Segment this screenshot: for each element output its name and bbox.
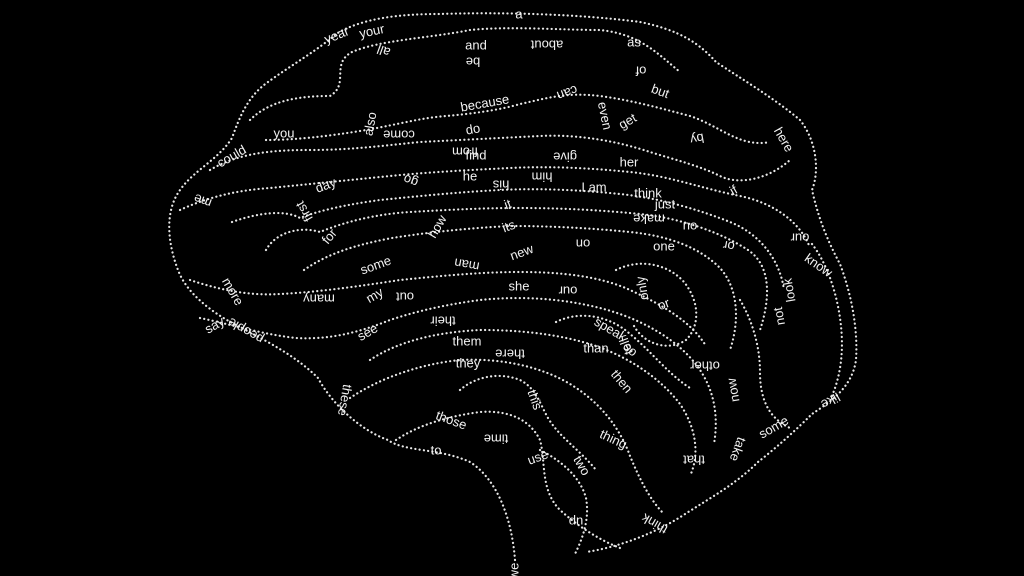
brain-word: by bbox=[689, 130, 706, 147]
brain-word: now bbox=[723, 377, 742, 404]
brain-word: a bbox=[515, 6, 523, 21]
brain-word: she bbox=[509, 278, 530, 293]
brain-word: not bbox=[770, 306, 788, 327]
brain-word: or bbox=[721, 238, 736, 255]
brain-word: how bbox=[425, 212, 450, 241]
brain-word: no bbox=[683, 217, 697, 232]
brain-word: just bbox=[654, 196, 676, 211]
brain-word: these bbox=[335, 383, 355, 417]
brain-word: go bbox=[401, 171, 420, 190]
brain-word: your bbox=[358, 21, 387, 41]
brain-word: our bbox=[790, 231, 809, 246]
brain-word: many bbox=[303, 292, 335, 307]
brain-word: day bbox=[313, 174, 338, 195]
brain-word: other bbox=[690, 359, 720, 374]
brain-word: their bbox=[430, 314, 456, 329]
brain-word: thing bbox=[597, 426, 629, 452]
brain-word: here bbox=[771, 124, 797, 154]
brain-word: he bbox=[463, 168, 477, 183]
brain-word: his bbox=[492, 178, 509, 193]
brain-word: two bbox=[570, 453, 593, 478]
brain-word: come bbox=[383, 128, 415, 143]
brain-word: some bbox=[358, 253, 393, 278]
brain-word: give bbox=[553, 150, 577, 165]
brain-word: some bbox=[756, 413, 791, 442]
brain-word: could bbox=[214, 142, 248, 171]
brain-word: out bbox=[396, 290, 414, 305]
brain-word: get bbox=[616, 110, 639, 132]
brain-word: time bbox=[484, 432, 509, 447]
brain-word: first bbox=[292, 198, 316, 224]
brain-word: but bbox=[649, 81, 671, 101]
brain-word: them bbox=[453, 333, 482, 348]
brain-word: about bbox=[530, 38, 563, 53]
brain-word: look bbox=[779, 277, 798, 304]
brain-word: year bbox=[322, 23, 352, 47]
brain-word: her bbox=[620, 154, 639, 169]
brain-word: new bbox=[508, 241, 536, 263]
brain-word: think bbox=[638, 510, 670, 537]
brain-word: find bbox=[466, 147, 487, 162]
brain-word: our bbox=[558, 284, 577, 299]
brain-word: because bbox=[459, 91, 510, 114]
brain-word: of bbox=[635, 64, 646, 79]
brain-word: more bbox=[219, 275, 247, 308]
brain-word: we bbox=[506, 563, 521, 576]
brain-word: do bbox=[464, 120, 481, 137]
brain-word: you bbox=[274, 125, 295, 140]
brain-word: that bbox=[683, 453, 705, 468]
brain-word: on bbox=[576, 237, 590, 252]
brain-word: if bbox=[727, 182, 740, 198]
brain-word: say bbox=[202, 313, 227, 336]
brain-word: my bbox=[363, 284, 386, 306]
brain-word: all bbox=[375, 42, 392, 61]
brain-word: see bbox=[355, 320, 381, 343]
brain-word: as bbox=[627, 34, 641, 49]
brain-word: it bbox=[502, 196, 514, 212]
brain-word: think bbox=[634, 185, 662, 200]
brain-word: man bbox=[453, 255, 481, 274]
brain-word: one bbox=[653, 238, 675, 253]
brain-word: people bbox=[225, 315, 266, 348]
brain-word: from bbox=[452, 145, 478, 160]
brain-word: its bbox=[500, 217, 518, 236]
brain-word: and bbox=[465, 37, 487, 52]
brain-word: I am bbox=[581, 179, 606, 194]
brain-word: then bbox=[608, 367, 636, 396]
brain-word: to bbox=[431, 442, 442, 457]
brain-word: also bbox=[360, 111, 379, 137]
brain-word: take bbox=[727, 435, 750, 463]
brain-word: tell bbox=[616, 336, 636, 357]
brain-word: even bbox=[595, 100, 616, 131]
brain-word: there bbox=[495, 347, 525, 362]
brain-word: him bbox=[532, 170, 553, 185]
brain-word: this bbox=[524, 388, 545, 413]
brain-word: those bbox=[434, 408, 469, 433]
brain-word: than bbox=[583, 340, 608, 355]
brain-word: be bbox=[466, 55, 480, 70]
brain-word: me bbox=[192, 191, 214, 211]
brain-word: use bbox=[525, 446, 550, 467]
dotted-brain-outline bbox=[168, 12, 858, 562]
brain-word: they bbox=[456, 355, 481, 370]
brain-word: up bbox=[569, 515, 583, 530]
brain-word: can bbox=[555, 82, 580, 103]
brain-word: make bbox=[633, 212, 665, 227]
brain-word: for bbox=[319, 225, 341, 247]
brain-word: only bbox=[632, 275, 651, 302]
